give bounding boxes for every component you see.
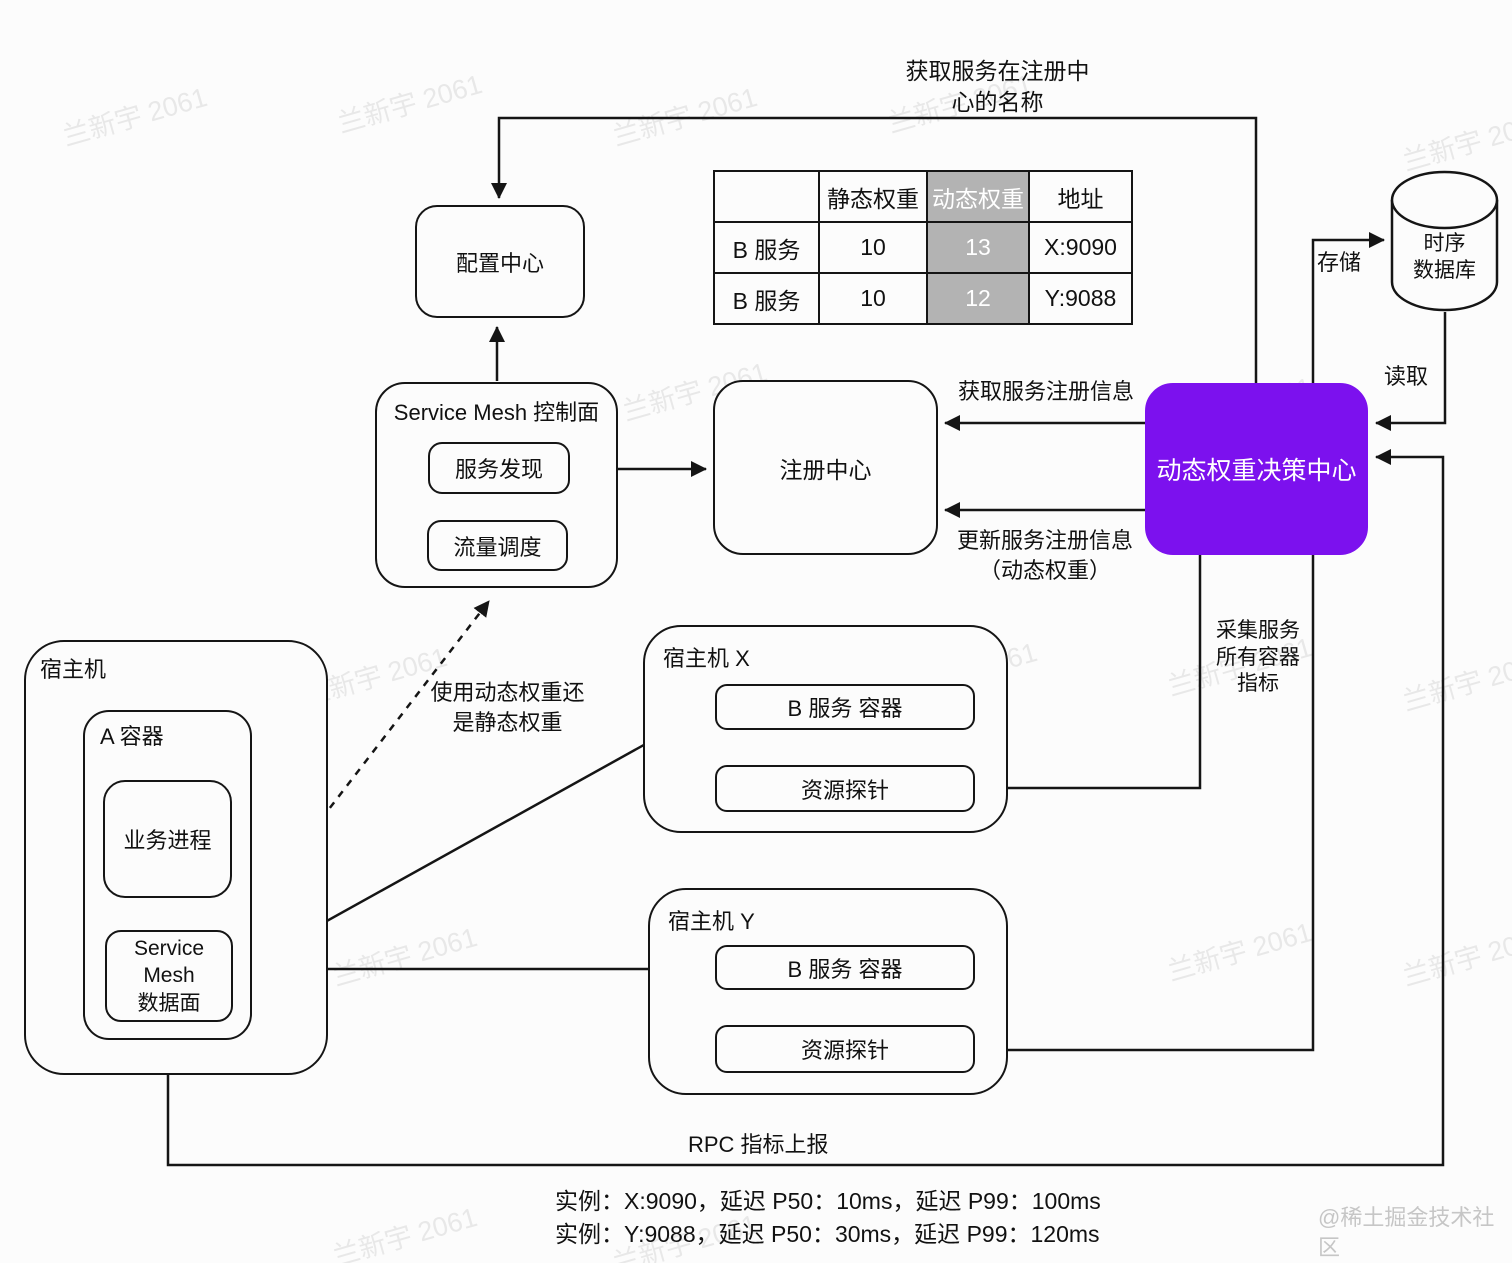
control-plane-title: Service Mesh 控制面 — [393, 400, 600, 425]
edge-label-store: 存储 — [1317, 250, 1362, 275]
table-cell-dynamic-weight: 12 — [926, 272, 1030, 325]
edge-label-update-registration: 更新服务注册信息 （动态权重） — [956, 528, 1133, 583]
edge-collect-metrics-x — [982, 555, 1202, 796]
registry-node: 注册中心 — [713, 380, 938, 555]
host-a-label: 宿主机 — [40, 657, 107, 682]
tsdb-label: 时序 数据库 — [1413, 232, 1476, 283]
decision-center-node: 动态权重决策中心 — [1145, 383, 1368, 555]
host-x-service-container-node: B 服务 容器 — [715, 684, 975, 730]
config-center-node: 配置中心 — [415, 205, 585, 318]
community-watermark: @稀土掘金技术社区 — [1318, 1205, 1495, 1260]
table-header-cell: 地址 — [1028, 170, 1133, 223]
watermark-text: 兰新宇 2061 — [329, 1202, 481, 1263]
mesh-data-plane-node: Service Mesh 数据面 — [105, 930, 233, 1022]
table-cell: 10 — [818, 221, 928, 274]
table-row: B 服务 10 13 X:9090 — [713, 221, 1133, 274]
host-x-resource-probe-node: 资源探针 — [715, 765, 975, 812]
footer-instance-x: 实例：X:9090，延迟 P50：10ms，延迟 P99：100ms — [555, 1188, 1101, 1214]
table-row: B 服务 10 12 Y:9088 — [713, 272, 1133, 325]
host-x-label: 宿主机 X — [663, 646, 750, 671]
watermark-text: 兰新宇 2061 — [1399, 647, 1512, 717]
watermark-text: 兰新宇 2061 — [1164, 917, 1316, 987]
note-fetch-service-name: 获取服务在注册中 心的名称 — [905, 58, 1090, 116]
table-cell: 10 — [818, 272, 928, 325]
tsdb-cylinder-top — [1390, 170, 1499, 230]
table-header-cell-dynamic-weight: 动态权重 — [926, 170, 1030, 223]
watermark-text: 兰新宇 2061 — [1399, 107, 1512, 177]
watermark-text: 兰新宇 2061 — [334, 69, 486, 139]
watermark-text: 兰新宇 2061 — [1399, 922, 1512, 992]
table-cell: B 服务 — [713, 221, 820, 274]
edge-label-weight-choice: 使用动态权重还 是静态权重 — [430, 680, 585, 735]
weight-table: 静态权重 动态权重 地址 B 服务 10 13 X:9090 B 服务 10 1… — [713, 170, 1133, 325]
business-process-node: 业务进程 — [103, 780, 232, 898]
container-a-label: A 容器 — [100, 724, 164, 749]
table-header-row: 静态权重 动态权重 地址 — [713, 170, 1133, 223]
table-cell: Y:9088 — [1028, 272, 1133, 325]
host-y-label: 宿主机 Y — [668, 909, 755, 934]
edge-label-rpc-report: RPC 指标上报 — [688, 1132, 829, 1157]
table-cell-dynamic-weight: 13 — [926, 221, 1030, 274]
traffic-scheduling-node: 流量调度 — [427, 520, 568, 571]
host-y-service-container-node: B 服务 容器 — [715, 945, 975, 990]
watermark-text: 兰新宇 2061 — [329, 922, 481, 992]
edge-label-collect-metrics: 采集服务 所有容器 指标 — [1216, 619, 1300, 696]
table-header-cell — [713, 170, 820, 223]
footer-instance-y: 实例：Y:9088，延迟 P50：30ms，延迟 P99：120ms — [555, 1221, 1100, 1247]
table-cell: B 服务 — [713, 272, 820, 325]
watermark-text: 兰新宇 2061 — [609, 82, 761, 152]
service-discovery-node: 服务发现 — [428, 442, 570, 494]
edge-label-fetch-registration: 获取服务注册信息 — [958, 379, 1135, 404]
edge-label-read: 读取 — [1384, 364, 1429, 389]
table-cell: X:9090 — [1028, 221, 1133, 274]
table-header-cell: 静态权重 — [818, 170, 928, 223]
watermark-text: 兰新宇 2061 — [59, 82, 211, 152]
host-y-resource-probe-node: 资源探针 — [715, 1025, 975, 1073]
